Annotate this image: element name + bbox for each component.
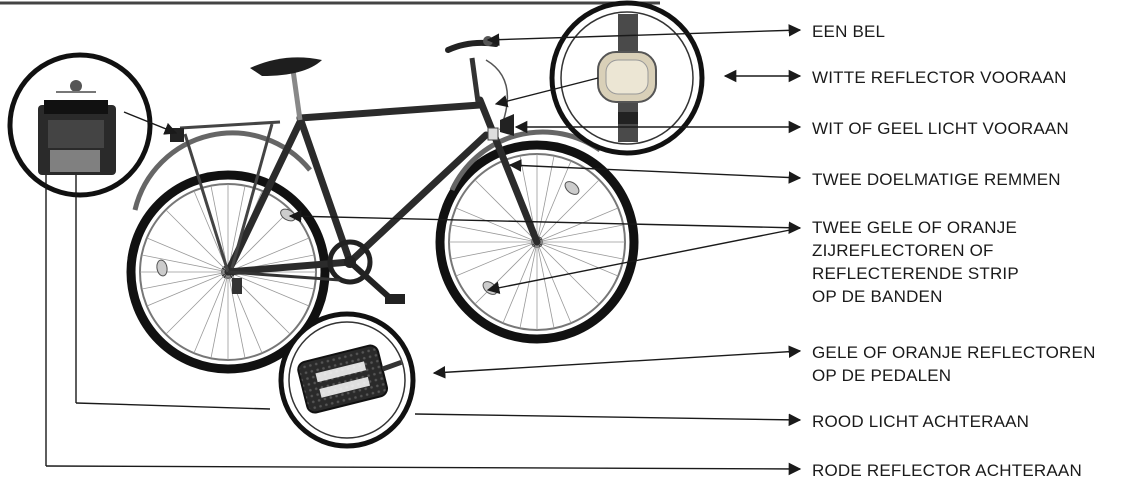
label-pedalen: GELE OF ORANJE REFLECTOREN OP DE PEDALEN — [812, 341, 1132, 387]
bell — [483, 36, 493, 46]
rear-light-detail — [10, 55, 150, 195]
saddle — [250, 57, 322, 76]
label-zijreflectoren-line-3: REFLECTERENDE STRIP — [812, 262, 1072, 285]
label-pedalen-line-1: GELE OF ORANJE REFLECTOREN — [812, 341, 1132, 364]
label-zijreflectoren-line-4: OP DE BANDEN — [812, 285, 1072, 308]
label-twee-doelmatige-remmen: TWEE DOELMATIGE REMMEN — [812, 168, 1061, 191]
label-pedalen-line-2: OP DE PEDALEN — [812, 364, 1132, 387]
front-reflector-detail — [552, 3, 702, 153]
label-witte-reflector-vooraan: WITTE REFLECTOR VOORAAN — [812, 66, 1067, 89]
pedal — [385, 294, 405, 304]
label-wit-of-geel-licht-vooraan: WIT OF GEEL LICHT VOORAAN — [812, 117, 1069, 140]
rear-light — [170, 128, 184, 142]
pedal-detail — [281, 314, 413, 446]
label-rood-licht-achteraan: ROOD LICHT ACHTERAAN — [812, 410, 1029, 433]
label-een-bel: EEN BEL — [812, 20, 885, 43]
label-zijreflectoren: TWEE GELE OF ORANJE ZIJREFLECTOREN OF RE… — [812, 216, 1072, 308]
label-zijreflectoren-line-1: TWEE GELE OF ORANJE — [812, 216, 1072, 239]
front-light — [500, 114, 514, 136]
seat-post — [293, 70, 300, 120]
rear-spoke-reflector — [279, 207, 298, 224]
label-rode-reflector-achteraan: RODE REFLECTOR ACHTERAAN — [812, 459, 1082, 482]
front-spoke-reflector — [563, 179, 582, 197]
label-zijreflectoren-line-2: ZIJREFLECTOREN OF — [812, 239, 1072, 262]
